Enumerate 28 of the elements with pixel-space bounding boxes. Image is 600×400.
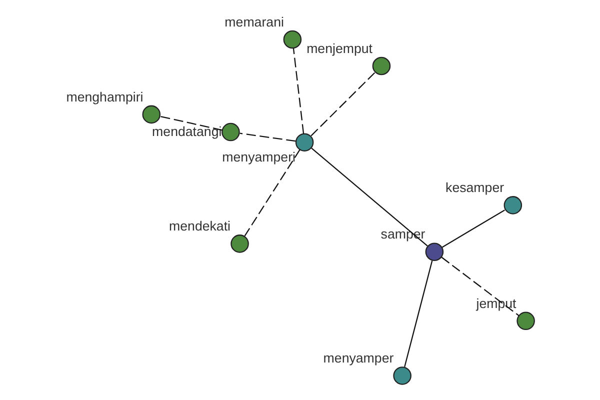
node-circle [516, 312, 534, 330]
connector [239, 132, 296, 142]
node-circle [282, 30, 302, 49]
connector [441, 210, 504, 248]
node-label: mendekati [168, 218, 230, 234]
node-circle [221, 122, 240, 142]
node-circle [503, 196, 522, 214]
node-label: jemput [476, 296, 516, 311]
connector [159, 116, 222, 131]
node-label: mendatangi [152, 124, 222, 140]
node-label: memarani [224, 14, 284, 30]
connector [404, 260, 432, 368]
connector [244, 149, 300, 236]
node-label: menyamper [322, 350, 394, 366]
node-circle [392, 366, 411, 385]
node-circle [372, 56, 390, 76]
connector [440, 256, 519, 316]
node-circle [424, 242, 444, 261]
connector [310, 148, 428, 246]
node-label: kesamper [445, 180, 504, 196]
connector [292, 48, 304, 134]
node-circle [294, 133, 314, 152]
node-label: menyamperi [222, 150, 295, 165]
connector [310, 72, 375, 136]
node-label: menjemput [306, 40, 372, 56]
node-label: menghampiri [66, 89, 143, 104]
node-circle [142, 105, 160, 124]
node-circle [230, 234, 248, 253]
